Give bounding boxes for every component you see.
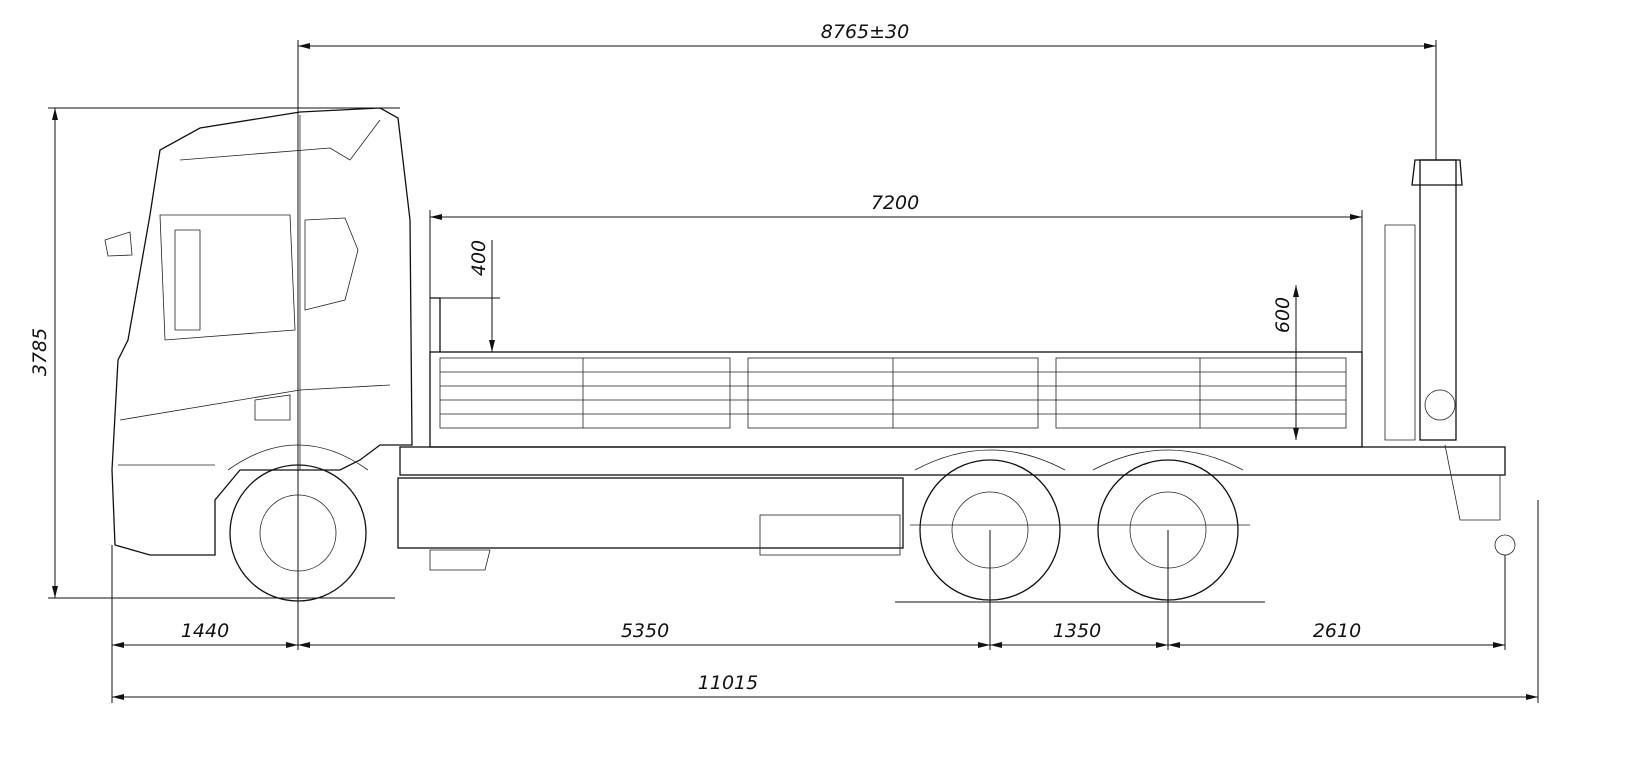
mirror xyxy=(104,231,133,257)
dim-rear-overhang: 2610 xyxy=(1168,620,1505,648)
dim-label: 1440 xyxy=(181,620,229,642)
flatbed xyxy=(429,297,1363,448)
dim-label: 7200 xyxy=(871,192,919,214)
cab xyxy=(104,107,413,556)
dim-label: 11015 xyxy=(698,672,758,694)
dim-bed-length: 7200 xyxy=(430,192,1362,220)
dim-side-600: 600 xyxy=(1272,285,1299,440)
dim-label: 5350 xyxy=(621,620,669,642)
dim-axle-spacing: 1350 xyxy=(990,620,1168,648)
dim-front-overhang: 1440 xyxy=(112,620,298,648)
extension-lines xyxy=(48,40,1539,703)
dim-label: 2610 xyxy=(1313,620,1361,642)
dim-label: 600 xyxy=(1272,297,1294,333)
wheels xyxy=(227,444,1265,603)
dim-label: 8765±30 xyxy=(821,21,909,43)
dim-label: 400 xyxy=(468,240,490,276)
dim-height: 3785 xyxy=(29,108,58,598)
dim-label: 1350 xyxy=(1053,620,1101,642)
dim-overall-length: 11015 xyxy=(112,672,1538,700)
dim-overall-top: 8765±30 xyxy=(298,21,1436,49)
dim-label: 3785 xyxy=(29,328,51,376)
dim-wheelbase: 5350 xyxy=(298,620,990,648)
dim-side-400: 400 xyxy=(468,240,495,352)
crane xyxy=(1384,159,1516,556)
chassis-frame xyxy=(397,446,1506,571)
